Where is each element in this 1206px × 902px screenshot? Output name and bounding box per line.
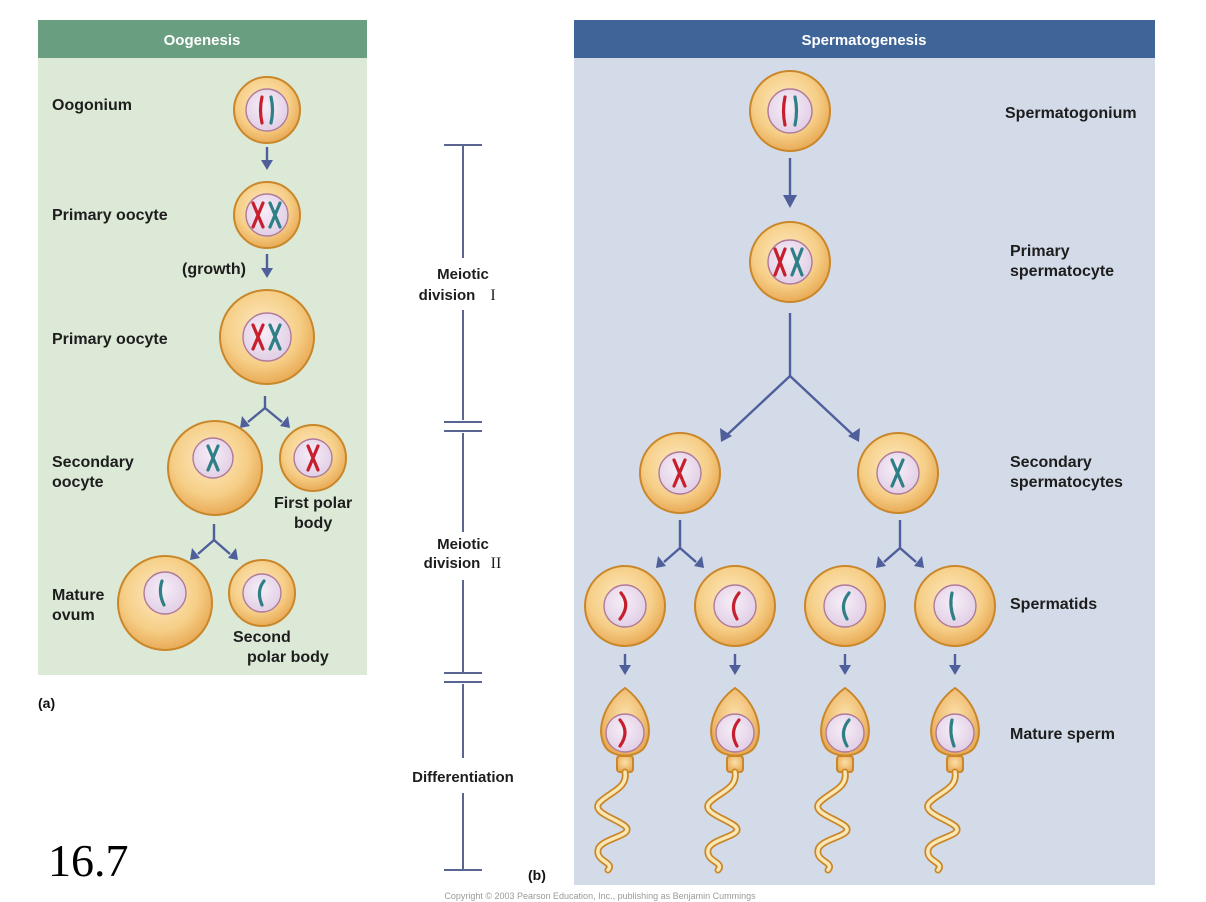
spermatid-cell xyxy=(584,565,666,647)
label-growth: (growth) xyxy=(182,261,246,278)
label-secondary-spermatocytes-line1: Secondary xyxy=(1010,454,1092,471)
arrow-down xyxy=(839,654,851,675)
spermatogenesis-panel: Spermatogenesis Spermatogonium Primary s… xyxy=(574,20,1155,885)
spermatogenesis-header-bar xyxy=(574,20,1155,58)
label-mature-ovum-line2: ovum xyxy=(52,607,95,624)
label-spermatids: Spermatids xyxy=(1010,596,1097,613)
arrow-down xyxy=(729,654,741,675)
spermatogonium-cell xyxy=(749,70,831,152)
oogenesis-header-bar xyxy=(38,20,367,58)
arrow-down xyxy=(619,654,631,675)
label-second-polar-body-line2: polar body xyxy=(247,649,329,666)
primary-oocyte-cell-2 xyxy=(219,289,315,385)
mature-sperm xyxy=(594,686,650,874)
split-arrow xyxy=(876,520,924,568)
first-polar-body-cell xyxy=(279,424,347,492)
label-first-polar-body-line2: body xyxy=(294,515,332,532)
mature-sperm xyxy=(814,686,870,874)
arrow-down xyxy=(783,158,797,208)
secondary-spermatocyte-cell-right xyxy=(857,432,939,514)
arrow-down xyxy=(949,654,961,675)
panel-label-a: (a) xyxy=(38,695,55,711)
arrow-down xyxy=(261,254,273,278)
label-second-polar-body-line1: Second xyxy=(233,629,291,646)
split-arrow-large xyxy=(720,313,860,442)
spermatid-cell xyxy=(804,565,886,647)
label-meiotic-division-1-line1: Meiotic xyxy=(437,266,489,283)
arrow-down xyxy=(261,147,273,170)
secondary-oocyte-cell xyxy=(167,420,263,516)
label-meiotic-division-2-line1: Meiotic xyxy=(437,536,489,553)
spermatid-cell xyxy=(914,565,996,647)
label-primary-oocyte-2: Primary oocyte xyxy=(52,331,168,348)
oogenesis-panel: Oogenesis Oogonium Primary oocyte (growt… xyxy=(38,20,367,675)
stage-scale xyxy=(444,144,482,871)
label-meiotic-division-2-numeral: II xyxy=(491,555,502,572)
label-primary-spermatocyte-line2: spermatocyte xyxy=(1010,263,1114,280)
label-first-polar-body-line1: First polar xyxy=(274,495,352,512)
primary-oocyte-cell-1 xyxy=(233,181,301,249)
label-meiotic-division-1-line2: division xyxy=(419,287,476,304)
primary-spermatocyte-cell xyxy=(749,221,831,303)
spermatogenesis-header: Spermatogenesis xyxy=(801,32,926,49)
label-oogonium: Oogonium xyxy=(52,97,132,114)
label-differentiation: Differentiation xyxy=(412,769,514,786)
secondary-spermatocyte-cell-left xyxy=(639,432,721,514)
panel-label-b: (b) xyxy=(528,867,546,883)
oogenesis-header: Oogenesis xyxy=(164,32,241,49)
spermatid-cell xyxy=(694,565,776,647)
label-primary-oocyte-1: Primary oocyte xyxy=(52,207,168,224)
label-spermatogonium: Spermatogonium xyxy=(1005,105,1137,122)
split-arrow xyxy=(190,524,238,560)
split-arrow xyxy=(656,520,704,568)
mature-sperm xyxy=(704,686,760,874)
label-meiotic-division-2-line2: division xyxy=(424,555,481,572)
oogonium-cell xyxy=(233,76,301,144)
second-polar-body-cell xyxy=(228,559,296,627)
label-secondary-oocyte-line1: Secondary xyxy=(52,454,134,471)
label-secondary-spermatocytes-line2: spermatocytes xyxy=(1010,474,1123,491)
label-mature-ovum-line1: Mature xyxy=(52,587,105,604)
mature-sperm xyxy=(924,686,980,874)
label-secondary-oocyte-line2: oocyte xyxy=(52,474,104,491)
split-arrow xyxy=(240,396,290,428)
label-primary-spermatocyte-line1: Primary xyxy=(1010,243,1070,260)
label-meiotic-division-1-numeral: I xyxy=(490,287,495,304)
figure-number: 16.7 xyxy=(48,835,129,886)
mature-ovum-cell xyxy=(117,555,213,651)
copyright-credit: Copyright © 2003 Pearson Education, Inc.… xyxy=(444,891,756,901)
label-mature-sperm: Mature sperm xyxy=(1010,726,1115,743)
